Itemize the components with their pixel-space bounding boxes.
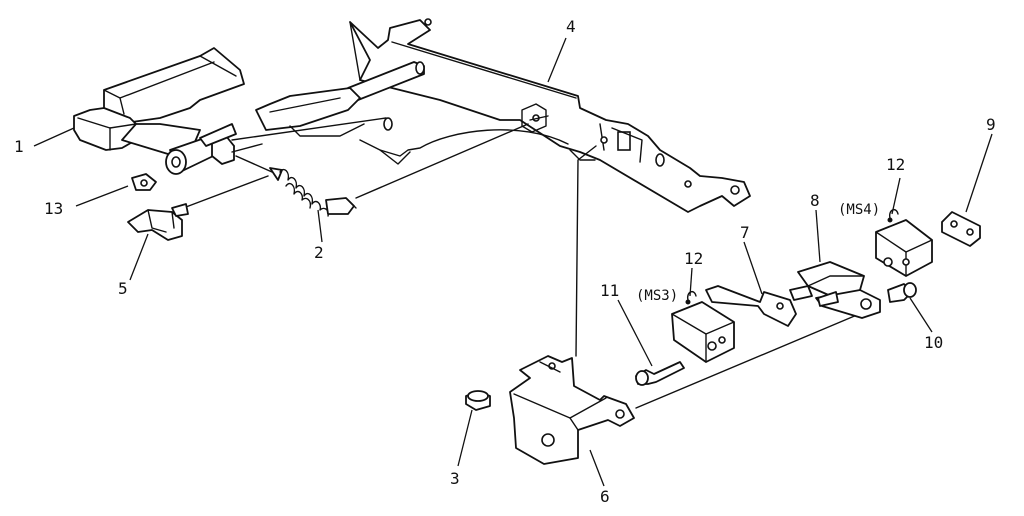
part-3-screw	[465, 390, 491, 411]
part-5-clip	[127, 203, 189, 241]
assembly-lines	[177, 115, 865, 409]
shaft-assembly	[255, 61, 425, 137]
label-ms3: (MS3)	[636, 288, 678, 304]
part-8-lever	[789, 261, 881, 319]
callout-9: 9	[986, 115, 996, 134]
part-1-solenoid	[73, 47, 245, 175]
part-11-screw	[635, 361, 685, 386]
part-4-main-frame	[349, 18, 751, 213]
callout-10: 10	[924, 333, 943, 352]
callout-12-ms4: 12	[886, 155, 905, 174]
callout-5: 5	[118, 279, 128, 298]
leader-lines	[33, 37, 993, 487]
callout-13: 13	[44, 199, 63, 218]
callout-1: 1	[14, 137, 24, 156]
label-ms4: (MS4)	[838, 202, 880, 218]
callout-8: 8	[810, 191, 820, 210]
part-12-microswitch-ms4	[875, 208, 933, 277]
callout-11: 11	[600, 281, 619, 300]
callout-labels: 1 2 3 4 5 6 7 8 9 10 11 12 12 13 (MS3) (…	[14, 17, 996, 506]
part-10-pin	[887, 282, 917, 303]
callout-3: 3	[450, 469, 460, 488]
part-9-plate	[941, 211, 981, 247]
callout-4: 4	[566, 17, 576, 36]
part-13-washer	[131, 173, 157, 191]
part-7-actuator	[705, 285, 797, 327]
part-12-microswitch-ms3	[671, 290, 735, 363]
part-2-spring	[235, 155, 357, 217]
callout-7: 7	[740, 223, 750, 242]
callout-12-ms3: 12	[684, 249, 703, 268]
callout-6: 6	[600, 487, 610, 506]
part-6-lower-bracket	[509, 355, 635, 465]
callout-2: 2	[314, 243, 324, 262]
